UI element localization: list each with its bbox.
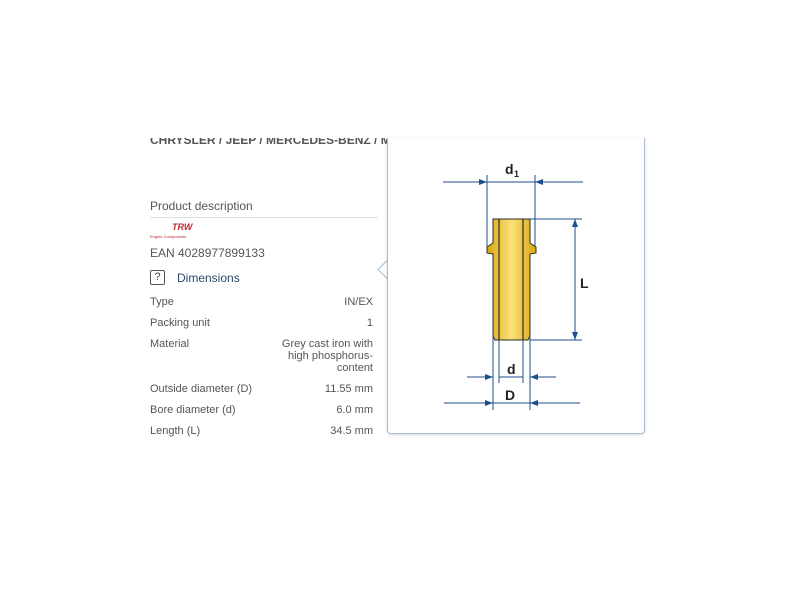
divider (150, 217, 378, 218)
spec-label: Outside diameter (D) (150, 383, 253, 395)
label-d1-subscript: 1 (514, 169, 519, 179)
spec-value: IN/EX (344, 296, 373, 308)
spec-value: 11.55 mm (324, 383, 373, 395)
dimensions-label[interactable]: Dimensions (177, 270, 240, 285)
spec-row: Packing unit 1 (150, 317, 373, 329)
spec-label: Type (150, 296, 174, 308)
spec-label: Material (150, 338, 190, 350)
brand-logo: TRW Engine Components (150, 222, 200, 242)
dimension-lines (443, 175, 583, 410)
spec-row: Material Grey cast iron with high phospho… (150, 338, 373, 374)
spec-value: 1 (366, 317, 373, 329)
ean-number: EAN 4028977899133 (150, 246, 265, 260)
dimensions-toggle[interactable]: ? Dimensions (150, 270, 240, 285)
valve-guide-part (486, 218, 537, 341)
label-D: D (505, 387, 515, 403)
spec-label: Packing unit (150, 317, 210, 329)
label-d1: d (505, 161, 514, 177)
spec-value: 34.5 mm (330, 425, 373, 437)
spec-row: Outside diameter (D) 11.55 mm (150, 383, 373, 395)
label-L: L (580, 275, 589, 291)
breadcrumb: CHRYSLER / JEEP / MERCEDES-BENZ / MERCED… (150, 138, 390, 147)
spec-value: Grey cast iron with high phosphorus-cont… (281, 338, 373, 374)
brand-logo-text: TRW (172, 222, 193, 232)
spec-label: Length (L) (150, 425, 201, 437)
brand-logo-subtitle: Engine Components (150, 234, 187, 239)
spec-row: Type IN/EX (150, 296, 373, 308)
spec-row: Bore diameter (d) 6.0 mm (150, 404, 373, 416)
product-description-title: Product description (150, 199, 253, 213)
help-icon[interactable]: ? (150, 270, 165, 285)
spec-value: 6.0 mm (336, 404, 373, 416)
spec-label: Bore diameter (d) (150, 404, 236, 416)
spec-table: Type IN/EX Packing unit 1 Material Grey cas… (150, 296, 373, 446)
label-d: d (507, 361, 516, 377)
spec-row: Length (L) 34.5 mm (150, 425, 373, 437)
